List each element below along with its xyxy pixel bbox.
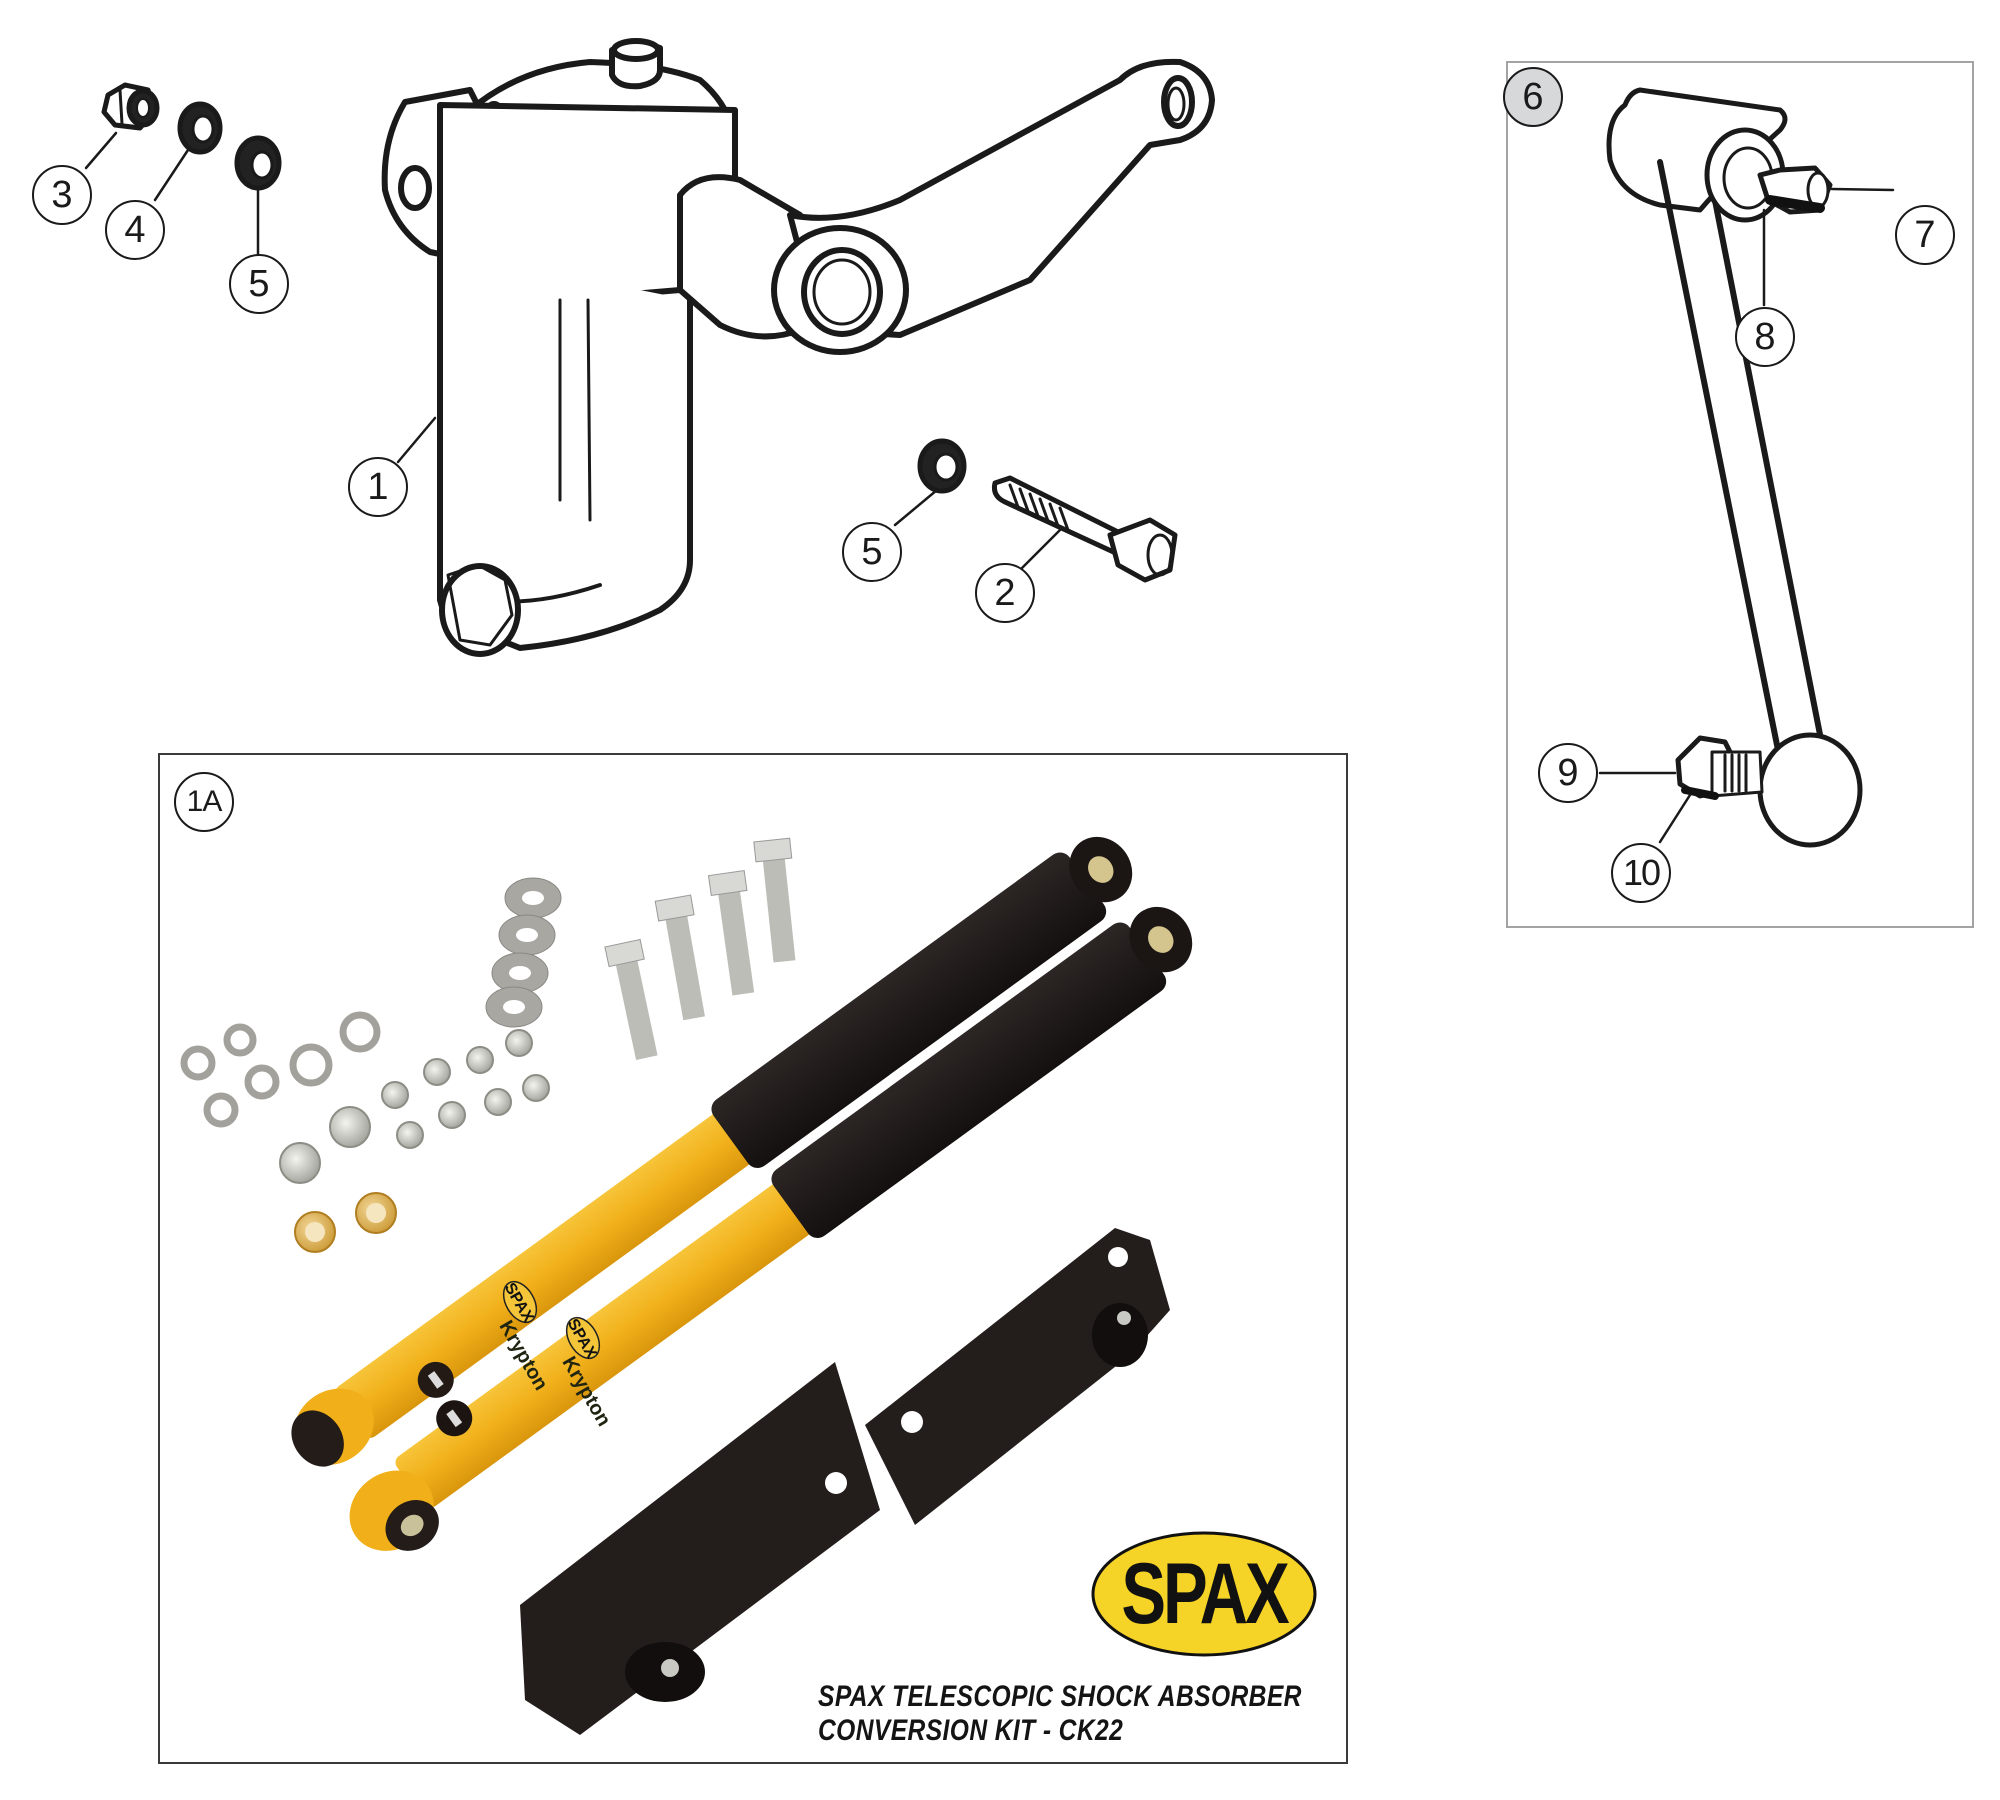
washer-part-5-icon [234, 135, 282, 191]
callout-10: 10 [1611, 843, 1671, 903]
kit-caption: SPAX TELESCOPIC SHOCK ABSORBER CONVERSIO… [818, 1680, 1302, 1748]
callout-1: 1 [348, 457, 408, 517]
callout-2: 2 [975, 563, 1035, 623]
kit-caption-line-2: CONVERSION KIT - CK22 [818, 1714, 1124, 1747]
callout-5-lower: 5 [842, 522, 902, 582]
nut-part-3-icon [101, 82, 160, 131]
damper-body-part-1-icon [381, 38, 1215, 657]
callout-3: 3 [32, 165, 92, 225]
mounting-brackets-icon [520, 1228, 1170, 1735]
callout-5-upper: 5 [229, 254, 289, 314]
callout-7: 7 [1895, 205, 1955, 265]
shock-absorber-2-icon [349, 906, 1193, 1551]
callout-4: 4 [105, 200, 165, 260]
spax-logo-text: SPAX [1121, 1545, 1289, 1642]
spring-washers-icon [180, 1011, 381, 1128]
panel-spax-kit [158, 753, 1348, 1764]
washer-part-5b-icon [917, 438, 967, 494]
kit-caption-line-1: SPAX TELESCOPIC SHOCK ABSORBER [818, 1680, 1302, 1713]
callout-8: 8 [1735, 307, 1795, 367]
callout-9: 9 [1538, 743, 1598, 803]
bolts-icon [604, 837, 796, 1060]
nyloc-nuts-icon [279, 1029, 550, 1184]
shock-absorber-1-icon [291, 836, 1133, 1467]
spacers-icon [294, 1192, 397, 1253]
panel-drop-link [1506, 61, 1974, 928]
spax-logo: SPAX [1090, 1530, 1318, 1658]
bolt-part-2-icon [992, 475, 1178, 583]
callout-1a: 1A [174, 772, 234, 832]
washer-part-4-icon [177, 101, 223, 155]
callout-6: 6 [1503, 67, 1563, 127]
